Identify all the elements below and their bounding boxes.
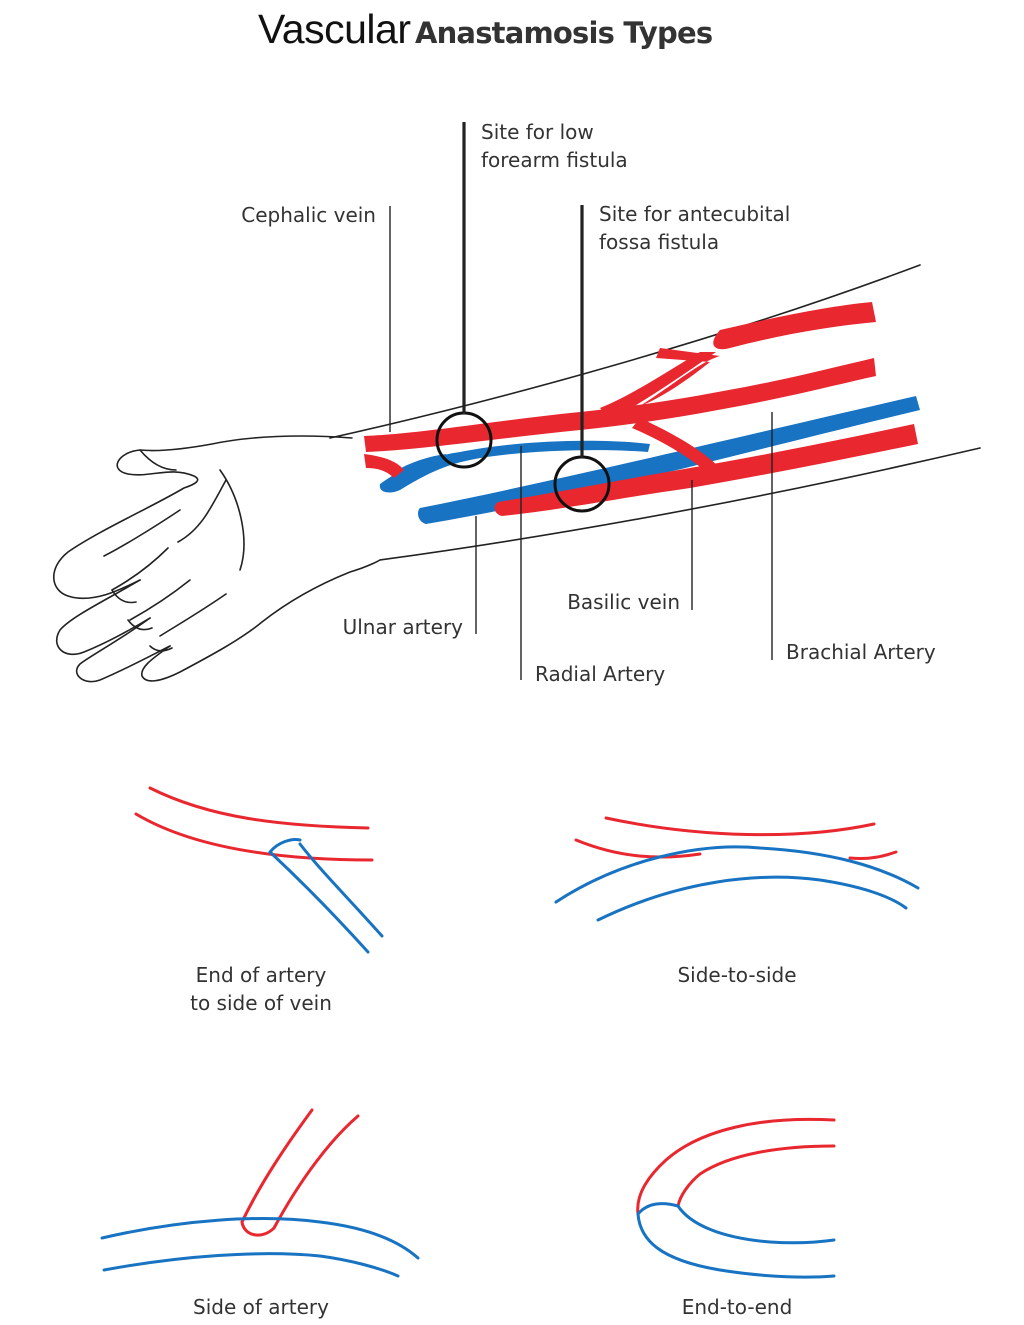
panel-side-to-side bbox=[554, 816, 920, 922]
arm-outline bbox=[329, 264, 981, 561]
page-title: Vascular Anastamosis Types bbox=[258, 6, 713, 53]
hand-outline bbox=[53, 435, 381, 683]
panel-end-to-end bbox=[636, 1117, 836, 1279]
cephalic-vein-label: Cephalic vein bbox=[241, 203, 376, 227]
caption-end-to-end: End-to-end bbox=[682, 1295, 793, 1319]
site-low-line2: forearm fistula bbox=[481, 148, 628, 172]
site-antecubital-line1: Site for antecubital bbox=[599, 202, 790, 226]
caption-side-of-artery: Side of artery bbox=[193, 1295, 329, 1319]
title-part2: Anastamosis Types bbox=[414, 16, 713, 50]
anatomy-labels: Site for low forearm fistula Site for an… bbox=[241, 120, 936, 686]
panel-end-artery-side-vein bbox=[134, 786, 384, 954]
leader-lines bbox=[389, 122, 773, 680]
caption-side-to-side: Side-to-side bbox=[677, 963, 796, 987]
caption-end-artery-line1: End of artery bbox=[196, 963, 327, 987]
radial-artery-label: Radial Artery bbox=[535, 662, 665, 686]
arteries bbox=[364, 302, 918, 516]
site-antecubital-line2: fossa fistula bbox=[599, 230, 719, 254]
cephalic-vein-shape bbox=[379, 440, 650, 493]
caption-end-artery-line2: to side of vein bbox=[190, 991, 332, 1015]
basilic-vein-label: Basilic vein bbox=[567, 590, 680, 614]
title-part1: Vascular bbox=[258, 6, 411, 52]
ulnar-artery-label: Ulnar artery bbox=[343, 615, 464, 639]
basilic-vein-shape bbox=[418, 396, 920, 524]
panel-side-of-artery bbox=[100, 1108, 420, 1278]
veins bbox=[379, 396, 920, 524]
site-low-line1: Site for low bbox=[481, 120, 594, 144]
brachial-artery-label: Brachial Artery bbox=[786, 640, 936, 664]
radial-artery-shape bbox=[364, 358, 876, 452]
